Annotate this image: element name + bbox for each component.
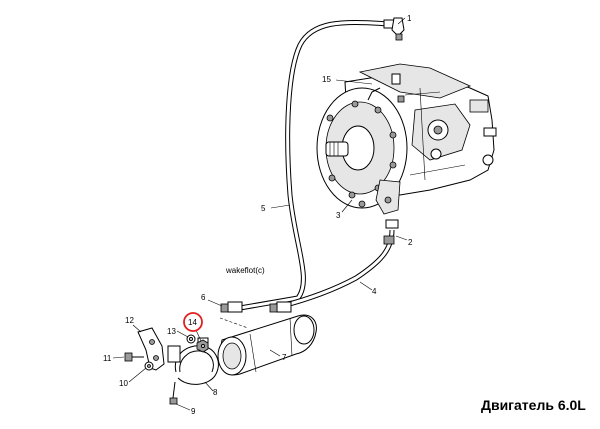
- callout-labels: 1 15 3 5 2 4 6 7 8 9 10 11 12 13 14: [103, 14, 413, 416]
- callout-2: 2: [408, 238, 413, 247]
- bracket-12: [137, 327, 165, 371]
- callout-6: 6: [201, 293, 206, 302]
- engine-pump-assembly: [316, 63, 497, 215]
- hose-5: [239, 19, 389, 311]
- callout-3: 3: [336, 211, 341, 220]
- hose-4: [281, 229, 395, 309]
- clamp-8: [167, 337, 219, 385]
- nut-10: [144, 361, 154, 371]
- bolt-9: [169, 381, 178, 405]
- callout-10: 10: [119, 379, 128, 388]
- watermark-text: wakeflot(c): [225, 266, 265, 275]
- callout-7: 7: [282, 353, 287, 362]
- leader-lines: [112, 17, 408, 411]
- nut-14: [196, 339, 209, 353]
- elbow-fitting-1: [383, 17, 405, 41]
- fitting-2: [383, 219, 399, 245]
- callout-13: 13: [167, 327, 176, 336]
- callout-15: 15: [322, 75, 331, 84]
- oil-cooler-7: [217, 314, 317, 376]
- callout-1: 1: [407, 14, 412, 23]
- callout-14: 14: [188, 318, 197, 327]
- bolt-11: [124, 352, 144, 362]
- callout-8: 8: [213, 388, 218, 397]
- callout-5: 5: [261, 204, 266, 213]
- hose-end-fittings: [219, 301, 292, 329]
- callout-12: 12: [125, 316, 134, 325]
- callout-9: 9: [191, 407, 196, 416]
- washer-13: [186, 334, 196, 344]
- page-title: Двигатель 6.0L: [481, 397, 586, 413]
- callout-4: 4: [372, 287, 377, 296]
- callout-14-highlight: [183, 312, 203, 332]
- callout-11: 11: [103, 354, 112, 363]
